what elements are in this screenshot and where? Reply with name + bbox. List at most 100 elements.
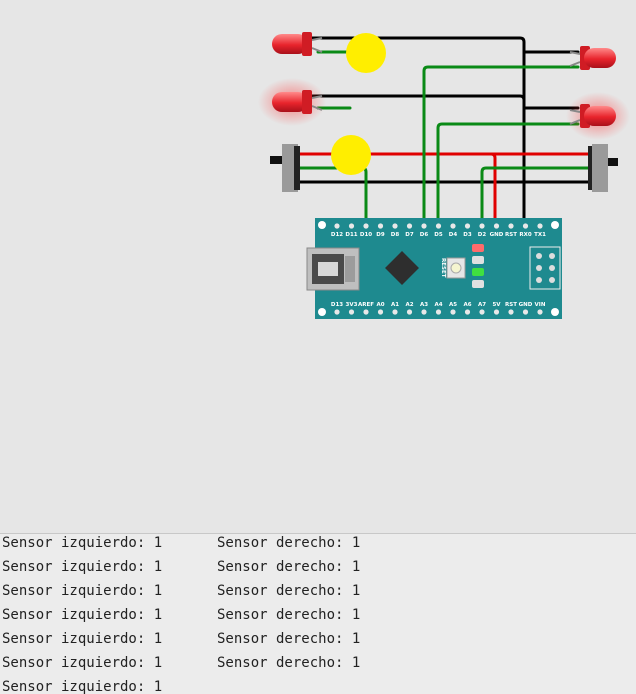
pin-label: RX0: [519, 232, 531, 238]
pin-3v3[interactable]: [348, 309, 355, 315]
pin-gnd[interactable]: [522, 309, 529, 315]
pin-label: A3: [420, 302, 428, 308]
pin-label: GND: [490, 232, 504, 238]
pin-label: 5V: [492, 302, 501, 308]
pin-label: A1: [391, 302, 399, 308]
pin-label: D2: [478, 232, 487, 238]
board-led-rx: [472, 256, 484, 264]
serial-left-text: Sensor izquierdo: 1: [2, 559, 163, 575]
serial-left-text: Sensor izquierdo: 1: [2, 607, 163, 623]
pin-d13[interactable]: [334, 309, 340, 315]
board-led-l: [472, 280, 484, 288]
pin-label: A5: [449, 302, 457, 308]
pin-label: TX1: [534, 232, 546, 238]
pin-a7[interactable]: [479, 309, 485, 315]
pin-d5[interactable]: [435, 223, 442, 229]
pin-a0[interactable]: [377, 309, 384, 315]
pin-label: A0: [376, 302, 384, 308]
mount-hole: [551, 308, 559, 316]
serial-line: Sensor izquierdo: 1 Sensor derecho: 1: [2, 607, 360, 631]
wire-d5[interactable]: [436, 122, 580, 228]
pin-label: D7: [405, 232, 414, 238]
pin-rst[interactable]: [508, 309, 514, 315]
pin-rst[interactable]: [508, 223, 514, 229]
pin-a2[interactable]: [406, 309, 413, 315]
pin-a1[interactable]: [392, 309, 398, 315]
pin-label: D12: [331, 232, 343, 238]
pin-label: D6: [420, 232, 429, 238]
sensor-indicator-left[interactable]: [331, 135, 371, 175]
pin-a4[interactable]: [435, 309, 442, 315]
mount-hole: [318, 221, 326, 229]
serial-line: Sensor izquierdo: 1: [2, 679, 217, 694]
pin-d12[interactable]: [334, 223, 340, 229]
pin-a6[interactable]: [464, 309, 471, 315]
pin-d8[interactable]: [392, 223, 398, 229]
pin-a5[interactable]: [450, 309, 456, 315]
board-led-tx: [472, 244, 484, 252]
pin-rx0[interactable]: [522, 223, 529, 229]
icsp-header: [529, 246, 561, 290]
wire-d10[interactable]: [298, 166, 368, 228]
pin-5v[interactable]: [493, 309, 500, 315]
sensor-left[interactable]: [270, 144, 300, 192]
led-mid-right[interactable]: [566, 92, 630, 140]
wire-d6[interactable]: [422, 65, 580, 228]
pin-label: AREF: [358, 302, 374, 308]
pin-label: D10: [360, 232, 372, 238]
serial-line: Sensor izquierdo: 1 Sensor derecho: 1: [2, 583, 360, 607]
pin-d11[interactable]: [348, 223, 355, 229]
led-mid-left[interactable]: [258, 78, 326, 126]
reset-label: RESET: [440, 258, 446, 278]
pin-vin[interactable]: [537, 309, 543, 315]
board-led-on: [472, 268, 484, 276]
sensor-indicator-top[interactable]: [346, 33, 386, 73]
pin-d2[interactable]: [479, 223, 485, 229]
mount-hole: [318, 308, 326, 316]
pin-d4[interactable]: [450, 223, 456, 229]
serial-right-text: Sensor derecho: 1: [217, 535, 361, 551]
pin-d9[interactable]: [377, 223, 384, 229]
pin-tx1[interactable]: [537, 223, 543, 229]
pin-aref[interactable]: [363, 309, 369, 315]
pin-d7[interactable]: [406, 223, 413, 229]
led-top-left[interactable]: [272, 32, 323, 56]
pin-label: D9: [376, 232, 385, 238]
serial-right-text: Sensor derecho: 1: [217, 655, 361, 671]
sensor-right[interactable]: [588, 144, 618, 192]
pin-d6[interactable]: [421, 223, 427, 229]
pin-label: 3V3: [346, 302, 358, 308]
pin-gnd[interactable]: [493, 223, 500, 229]
serial-right-text: Sensor derecho: 1: [217, 559, 361, 575]
serial-right-text: Sensor derecho: 1: [217, 583, 361, 599]
pin-label: D3: [463, 232, 472, 238]
serial-left-text: Sensor izquierdo: 1: [2, 583, 163, 599]
pin-label: VIN: [535, 302, 546, 308]
pin-d10[interactable]: [363, 223, 369, 229]
pin-label: D13: [331, 302, 343, 308]
led-top-right[interactable]: [569, 46, 616, 70]
pin-label: D11: [345, 232, 357, 238]
wire-d2[interactable]: [480, 166, 592, 228]
wire-gnd-led3[interactable]: [310, 94, 526, 102]
pin-label: RST: [505, 232, 517, 238]
pin-label: D8: [391, 232, 400, 238]
wire-gnd-main[interactable]: [310, 36, 526, 314]
pin-label: A4: [434, 302, 442, 308]
pin-d3[interactable]: [464, 223, 471, 229]
pin-label: A2: [405, 302, 413, 308]
usb-connector: [306, 247, 360, 291]
pin-a3[interactable]: [421, 309, 427, 315]
mount-hole: [551, 221, 559, 229]
pin-label: GND: [519, 302, 533, 308]
pin-label: D4: [449, 232, 458, 238]
serial-right-text: Sensor derecho: 1: [217, 607, 361, 623]
pin-label: A6: [463, 302, 471, 308]
